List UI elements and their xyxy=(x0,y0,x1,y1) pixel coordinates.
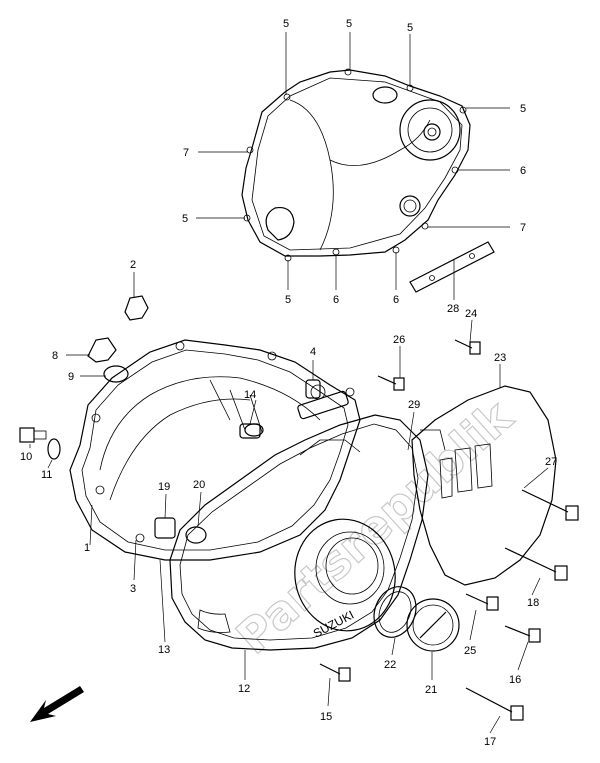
callout-5: 5 xyxy=(283,18,289,30)
callout-14: 14 xyxy=(244,389,256,401)
bolt-26 xyxy=(377,375,405,391)
callout-17: 17 xyxy=(484,736,496,748)
callout-23: 23 xyxy=(494,352,506,364)
callout-27: 27 xyxy=(545,456,557,468)
callout-7: 7 xyxy=(520,222,526,234)
callout-5: 5 xyxy=(407,22,413,34)
callout-24: 24 xyxy=(465,308,477,320)
bolt-18 xyxy=(504,547,568,581)
washer-11 xyxy=(47,438,61,460)
cap-2 xyxy=(124,295,149,321)
callout-7: 7 xyxy=(183,147,189,159)
callout-2: 2 xyxy=(130,259,136,271)
callout-5: 5 xyxy=(182,213,188,225)
bolt-16 xyxy=(504,625,541,643)
bolt-10 xyxy=(19,427,47,443)
bolt-25 xyxy=(465,593,499,611)
callout-29: 29 xyxy=(408,399,420,411)
callout-6: 6 xyxy=(393,294,399,306)
callout-5: 5 xyxy=(520,103,526,115)
callout-25: 25 xyxy=(464,645,476,657)
crankcase-gasket xyxy=(69,339,361,561)
callout-18: 18 xyxy=(527,597,539,609)
o-ring-22 xyxy=(373,586,417,638)
callout-6: 6 xyxy=(520,165,526,177)
bolt-15 xyxy=(319,663,351,682)
clutch-cover xyxy=(241,68,471,262)
callout-26: 26 xyxy=(393,334,405,346)
callout-9: 9 xyxy=(68,371,74,383)
front-direction-arrow-icon xyxy=(30,686,84,722)
callout-12: 12 xyxy=(238,683,250,695)
bolt-27 xyxy=(521,489,579,521)
callout-4: 4 xyxy=(310,346,316,358)
callout-22: 22 xyxy=(384,659,396,671)
callout-13: 13 xyxy=(158,644,170,656)
callout-21: 21 xyxy=(425,684,437,696)
cover-plate-28 xyxy=(409,241,495,293)
callout-19: 19 xyxy=(158,481,170,493)
o-ring-9 xyxy=(103,365,129,383)
callout-28: 28 xyxy=(447,303,459,315)
callout-15: 15 xyxy=(320,711,332,723)
callout-16: 16 xyxy=(509,674,521,686)
leader-lines xyxy=(29,32,549,734)
callout-11: 11 xyxy=(41,469,52,481)
callout-3: 3 xyxy=(130,583,136,595)
dowel-4 xyxy=(305,379,321,399)
callout-1: 1 xyxy=(84,542,90,554)
bolt-17 xyxy=(465,687,524,721)
callout-labels: 5 5 5 5 7 6 5 7 5 6 6 28 2 24 26 4 8 23 … xyxy=(20,18,557,748)
bolt-24 xyxy=(454,339,481,355)
callout-6: 6 xyxy=(333,294,339,306)
plug-19 xyxy=(154,517,176,539)
o-ring-20 xyxy=(185,526,207,544)
inspection-cap-21 xyxy=(406,598,460,652)
callout-10: 10 xyxy=(20,451,32,463)
callout-5: 5 xyxy=(346,18,352,30)
side-cover-23 xyxy=(411,385,557,586)
callout-8: 8 xyxy=(52,350,58,362)
cap-8 xyxy=(87,337,117,363)
callout-20: 20 xyxy=(193,479,205,491)
callout-5: 5 xyxy=(285,294,291,306)
